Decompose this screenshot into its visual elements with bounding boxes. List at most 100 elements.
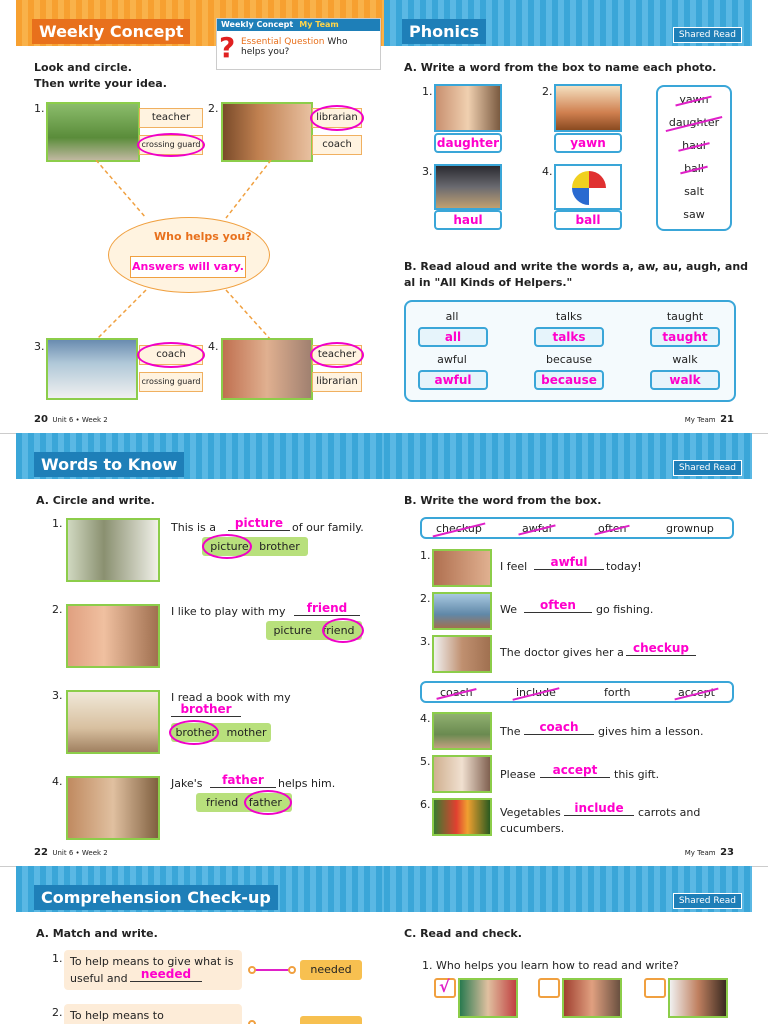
choice-word: mother	[226, 726, 267, 739]
choice-word: friend	[206, 796, 239, 809]
teacher-photo	[221, 338, 313, 400]
page-number: 22	[34, 847, 48, 858]
center-question: Who helps you?	[154, 230, 252, 243]
answer-text: brother	[180, 702, 232, 716]
instruction-a: A. Match and write.	[36, 927, 158, 940]
instruction-a: A. Circle and write.	[36, 494, 155, 507]
answer-circle	[202, 534, 252, 559]
sentence-text: To help means to give what is	[70, 955, 234, 968]
checkbox[interactable]: √	[434, 977, 456, 998]
page-number: 20	[34, 414, 48, 425]
item-photo	[432, 798, 492, 836]
sentence-text: helps him.	[278, 777, 336, 790]
eq-text-2: helps you?	[241, 47, 290, 57]
sentence-text: of our family.	[292, 521, 364, 534]
page-footer: 22 Unit 6 • Week 2	[34, 847, 108, 858]
word-box-item: salt	[684, 185, 704, 198]
answer-line	[524, 601, 592, 613]
checkbox[interactable]	[538, 978, 560, 998]
answer-box: because	[534, 370, 604, 390]
page-footer: My Team 23	[685, 847, 734, 858]
answer-text: coach	[539, 720, 579, 734]
answer-box: taught	[650, 327, 720, 347]
answer-line	[171, 705, 241, 717]
answer-text: often	[540, 598, 576, 612]
word-box-item: awful	[522, 522, 552, 535]
sentence-text: To help means to	[70, 1009, 164, 1022]
item-number: 2.	[52, 1006, 63, 1019]
answer-circle	[169, 720, 219, 745]
footer-label: My Team	[684, 849, 716, 857]
answer-text: accept	[552, 763, 598, 777]
item-number: 4.	[420, 712, 431, 725]
phonics-word: taught	[666, 310, 704, 323]
word-option: teacher	[139, 108, 203, 128]
item-number: 1.	[34, 102, 45, 115]
phonics-word: talks	[555, 310, 583, 323]
librarian-photo	[221, 102, 313, 162]
answer-line	[210, 776, 276, 788]
page-title: Words to Know	[34, 452, 185, 477]
ball-photo	[554, 164, 622, 210]
essential-question-card: Weekly Concept My Team ? Essential Questi…	[216, 18, 381, 70]
item-number: 2.	[420, 592, 431, 605]
sentence-text: Vegetables	[500, 806, 561, 819]
match-line	[252, 969, 292, 971]
page-20: Weekly Concept Weekly Concept My Team ? E…	[16, 0, 384, 433]
page-title: Comprehension Check-up	[34, 885, 278, 910]
word-box: yawn daughter haul ball salt saw	[656, 85, 732, 231]
item-number: 2.	[52, 603, 63, 616]
instruction-b-line-2: al in "All Kinds of Helpers."	[404, 276, 573, 289]
sentence-text: We	[500, 603, 517, 616]
word-box-item: haul	[682, 139, 706, 152]
answer-line	[294, 604, 360, 616]
phonics-word: all	[445, 310, 459, 323]
father-photo	[66, 776, 160, 840]
word-box-item: daughter	[668, 116, 720, 129]
instruction-b: B. Write the word from the box.	[404, 494, 602, 507]
checkbox[interactable]	[644, 978, 666, 998]
page-footer: My Team 21	[685, 414, 734, 425]
item-number: 2.	[208, 102, 219, 115]
daughter-photo	[434, 84, 502, 132]
item-photo	[432, 592, 492, 630]
answer-line	[130, 970, 202, 982]
item-number: 3.	[34, 340, 45, 353]
instruction-c: C. Read and check.	[404, 927, 522, 940]
question-mark-icon: ?	[219, 31, 236, 64]
answer-box: walk	[650, 370, 720, 390]
unit-label: Unit 6 • Week 2	[52, 416, 108, 424]
answer-box: awful	[418, 370, 488, 390]
instruction-line-2: Then write your idea.	[34, 77, 167, 90]
friend-photo	[66, 604, 160, 668]
choice-word: brother	[259, 540, 300, 553]
page-footer: 20 Unit 6 • Week 2	[34, 414, 108, 425]
word-box-item: grownup	[666, 522, 714, 535]
answer-text: friend	[306, 601, 348, 615]
item-number: 1.	[420, 549, 431, 562]
definition-box: To help means to	[64, 1004, 242, 1024]
beach-ball-icon	[572, 171, 606, 205]
word-box-item: checkup	[436, 522, 482, 535]
item-photo	[432, 549, 492, 587]
eq-tag-label: Weekly Concept	[221, 20, 294, 29]
answer-text: father	[222, 773, 264, 787]
page-23: Shared Read B. Write the word from the b…	[384, 433, 752, 866]
option-photo	[668, 978, 728, 1018]
question-text: 1. Who helps you learn how to read and w…	[422, 959, 679, 972]
haul-photo	[434, 164, 502, 210]
choice-word: picture	[273, 624, 312, 637]
word-box-item: accept	[678, 686, 715, 699]
item-number: 5.	[420, 755, 431, 768]
item-number: 1.	[52, 952, 63, 965]
answer-text: picture	[234, 516, 284, 530]
picture-photo	[66, 518, 160, 582]
page-number: 23	[720, 847, 734, 858]
phonics-word: walk	[672, 353, 698, 366]
item-number: 6.	[420, 798, 431, 811]
answer-text: include	[574, 801, 624, 815]
eq-tag-label-2: My Team	[299, 20, 339, 29]
page-number: 21	[720, 414, 734, 425]
item-number: 3.	[420, 635, 431, 648]
